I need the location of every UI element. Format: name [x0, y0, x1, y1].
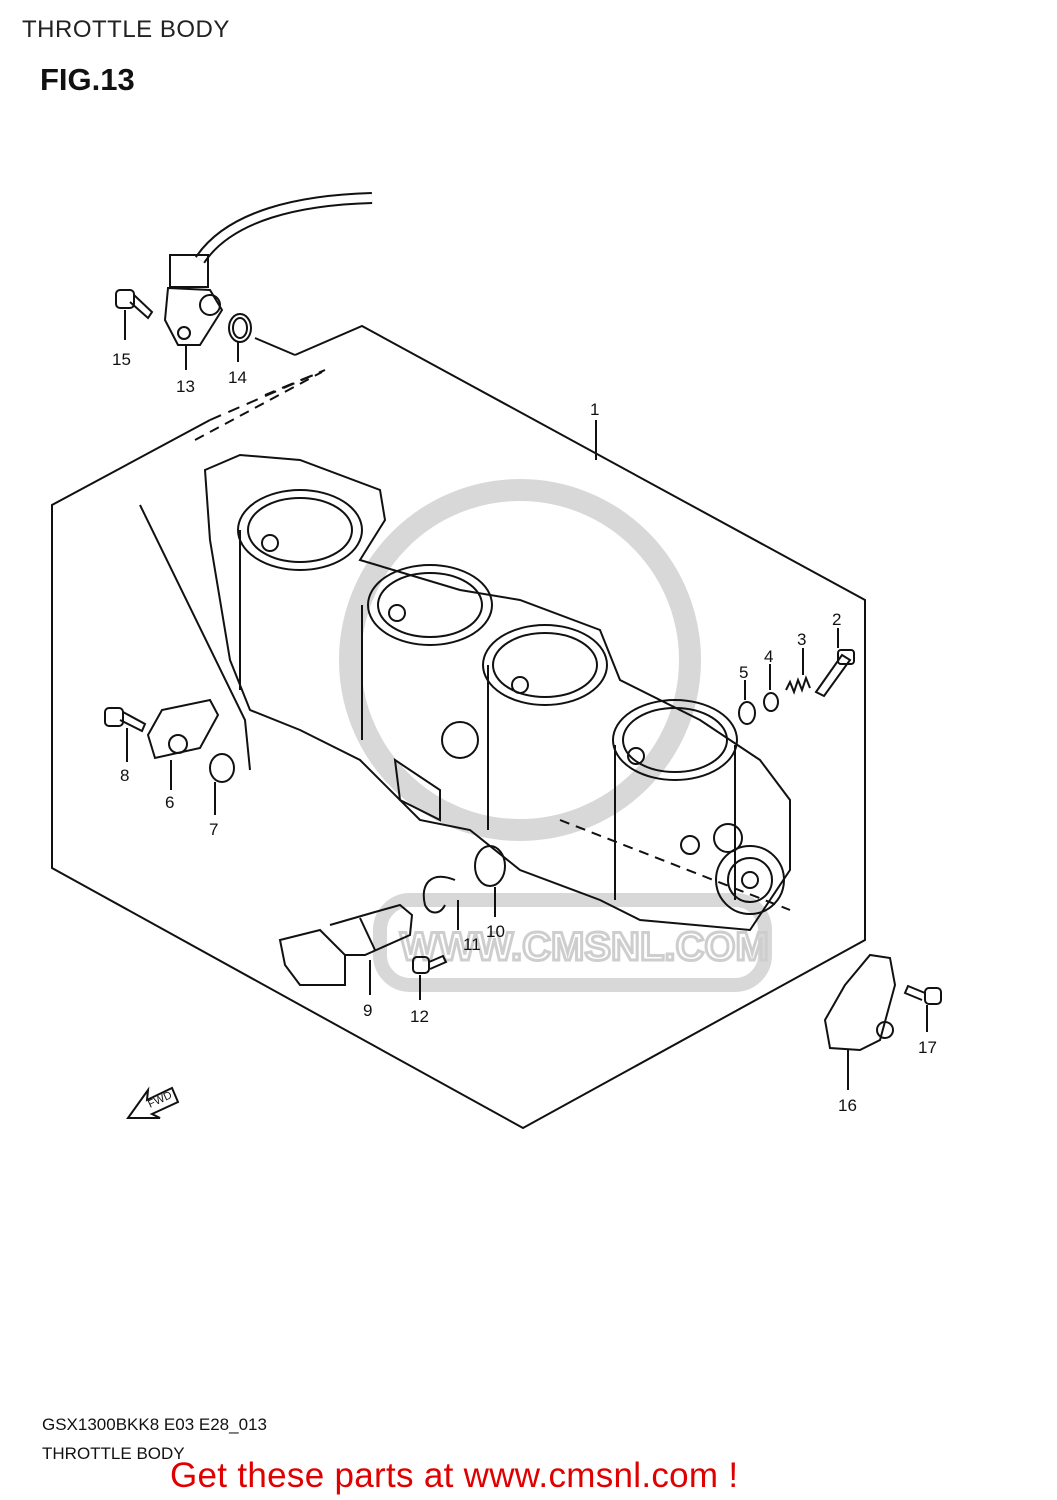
fwd-label: FWD — [146, 1089, 174, 1110]
part-9-sensor — [278, 903, 414, 986]
callout-6: 6 — [165, 793, 174, 812]
callout-4: 4 — [764, 647, 773, 666]
watermark-text: WWW.CMSNL.COM — [400, 925, 769, 969]
callout-1: 1 — [590, 400, 599, 419]
assembly-boundary — [51, 324, 866, 1130]
callout-16: 16 — [838, 1096, 857, 1115]
callout-11: 11 — [463, 935, 481, 954]
part-2-screw — [814, 649, 855, 698]
callout-13: 13 — [176, 377, 195, 396]
part-10-o-ring — [474, 845, 506, 887]
part-11-clip — [422, 875, 456, 914]
fwd-arrow: FWD — [126, 1086, 180, 1119]
part-8-screw — [104, 707, 147, 733]
diagram-code: GSX1300BKK8 E03 E28_013 — [42, 1415, 267, 1434]
part-17-screw — [903, 984, 942, 1005]
callout-9: 9 — [363, 1001, 372, 1020]
callout-5: 5 — [739, 663, 748, 682]
part-15-screw — [115, 289, 154, 320]
part-13-throttle-position-sensor — [163, 192, 373, 346]
callout-3: 3 — [797, 630, 806, 649]
part-14-o-ring — [228, 313, 252, 343]
part-5-o-ring — [738, 701, 756, 725]
callout-labels: 1 2 3 4 5 6 7 8 9 10 11 12 13 14 15 16 1… — [112, 350, 937, 1115]
callout-8: 8 — [120, 766, 129, 785]
callout-14: 14 — [228, 368, 247, 387]
callout-2: 2 — [832, 610, 841, 629]
throttle-body — [203, 453, 791, 932]
part-6-bracket — [146, 698, 220, 760]
figure-number: FIG.13 — [40, 62, 135, 97]
callout-17: 17 — [918, 1038, 937, 1057]
diagram-subtitle: THROTTLE BODY — [42, 1444, 185, 1463]
callout-12: 12 — [410, 1007, 429, 1026]
part-16-bracket — [823, 953, 897, 1052]
callout-15: 15 — [112, 350, 131, 369]
watermark: WWW.CMSNL.COM — [339, 479, 772, 992]
part-7-o-ring — [209, 753, 235, 783]
part-3-spring — [785, 675, 811, 695]
callout-7: 7 — [209, 820, 218, 839]
promo-link[interactable]: Get these parts at www.cmsnl.com ! — [170, 1456, 739, 1495]
leader-lines — [124, 310, 928, 1090]
callout-10: 10 — [486, 922, 505, 941]
page-header: THROTTLE BODY — [22, 16, 230, 43]
part-4-washer — [763, 692, 779, 712]
part-12-screw — [412, 954, 448, 974]
